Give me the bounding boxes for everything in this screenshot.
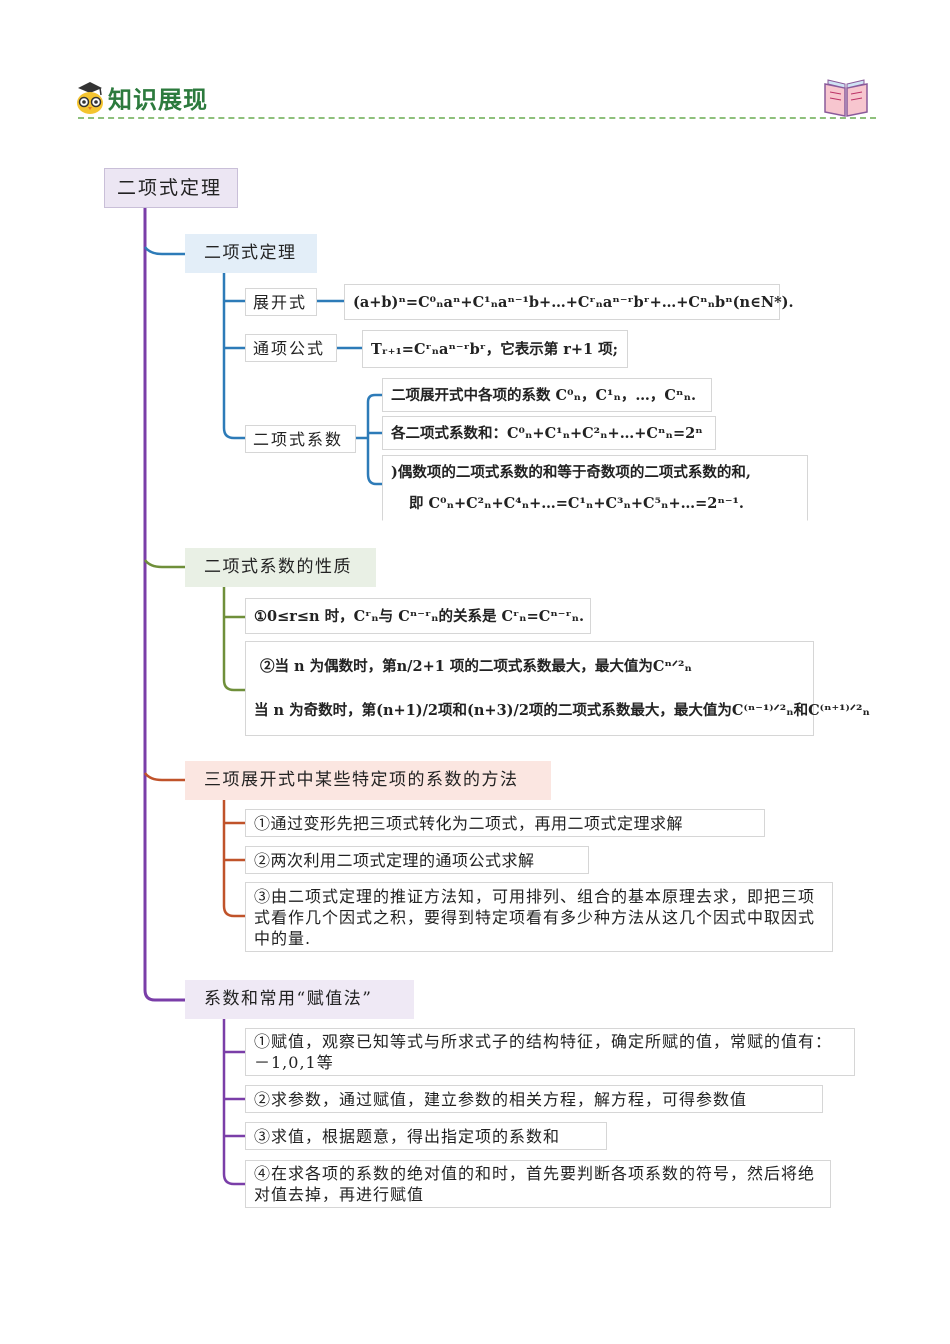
node-expansion: 展开式: [245, 288, 317, 316]
leaf-max-coefficient: ②当 n 为偶数时，第n/2+1 项的二项式系数最大，最大值为Cⁿᐟ²ₙ 当 n…: [245, 641, 870, 736]
root-node: 二项式定理: [104, 168, 238, 208]
header-divider: [78, 117, 876, 119]
leaf-trinomial-method-2: ②两次利用二项式定理的通项公式求解: [245, 846, 589, 874]
leaf-assignment-3: ③求值，根据题意，得出指定项的系数和: [245, 1122, 607, 1150]
node-general-term: 通项公式: [245, 334, 337, 362]
section-title: 知识展现: [108, 86, 208, 114]
leaf-coefficients-list: 二项展开式中各项的系数 C⁰ₙ，C¹ₙ，…，Cⁿₙ.: [382, 378, 712, 412]
section-assignment-method: 系数和常用“赋值法”: [185, 980, 414, 1019]
leaf-assignment-1: ①赋值，观察已知等式与所求式子的结构特征，确定所赋的值，常赋的值有：－1,0,1…: [245, 1028, 855, 1076]
leaf-symmetry-property: ①0≤r≤n 时，Cʳₙ与 Cⁿ⁻ʳₙ的关系是 Cʳₙ=Cⁿ⁻ʳₙ.: [245, 598, 591, 634]
leaf-coefficients-sum: 各二项式系数和：C⁰ₙ+C¹ₙ+C²ₙ+…+Cⁿₙ=2ⁿ: [382, 416, 716, 450]
leaf-max-even: ②当 n 为偶数时，第n/2+1 项的二项式系数最大，最大值为Cⁿᐟ²ₙ: [260, 657, 692, 675]
leaf-even-odd-line2: 即 C⁰ₙ+C²ₙ+C⁴ₙ+…=C¹ₙ+C³ₙ+C⁵ₙ+…=2ⁿ⁻¹.: [409, 495, 744, 512]
owl-scholar-icon: [74, 80, 106, 116]
leaf-assignment-4: ④在求各项的系数的绝对值的和时，首先要判断各项系数的符号，然后将绝对值去掉，再进…: [245, 1160, 831, 1208]
leaf-max-odd: 当 n 为奇数时，第(n+1)/2项和(n+3)/2项的二项式系数最大，最大值为…: [254, 702, 870, 720]
leaf-even-odd-sum: )偶数项的二项式系数的和等于奇数项的二项式系数的和, 即 C⁰ₙ+C²ₙ+C⁴ₙ…: [382, 455, 808, 521]
section-binomial-theorem: 二项式定理: [185, 234, 317, 273]
open-book-icon: [822, 76, 870, 118]
section-coefficient-properties: 二项式系数的性质: [185, 548, 376, 587]
leaf-general-term-formula: Tᵣ₊₁=Cʳₙaⁿ⁻ʳbʳ，它表示第 r+1 项;: [362, 330, 628, 368]
leaf-expansion-formula: (a+b)ⁿ=C⁰ₙaⁿ+C¹ₙaⁿ⁻¹b+…+Cʳₙaⁿ⁻ʳbʳ+…+Cⁿₙb…: [344, 284, 794, 320]
leaf-trinomial-method-1: ①通过变形先把三项式转化为二项式，再用二项式定理求解: [245, 809, 765, 837]
leaf-assignment-2: ②求参数，通过赋值，建立参数的相关方程，解方程，可得参数值: [245, 1085, 823, 1113]
node-binomial-coefficient: 二项式系数: [245, 425, 356, 453]
section-trinomial-method: 三项展开式中某些特定项的系数的方法: [185, 761, 551, 800]
leaf-trinomial-method-3: ③由二项式定理的推证方法知，可用排列、组合的基本原理去求，即把三项式看作几个因式…: [245, 882, 833, 952]
leaf-even-odd-line1: )偶数项的二项式系数的和等于奇数项的二项式系数的和,: [391, 464, 751, 481]
